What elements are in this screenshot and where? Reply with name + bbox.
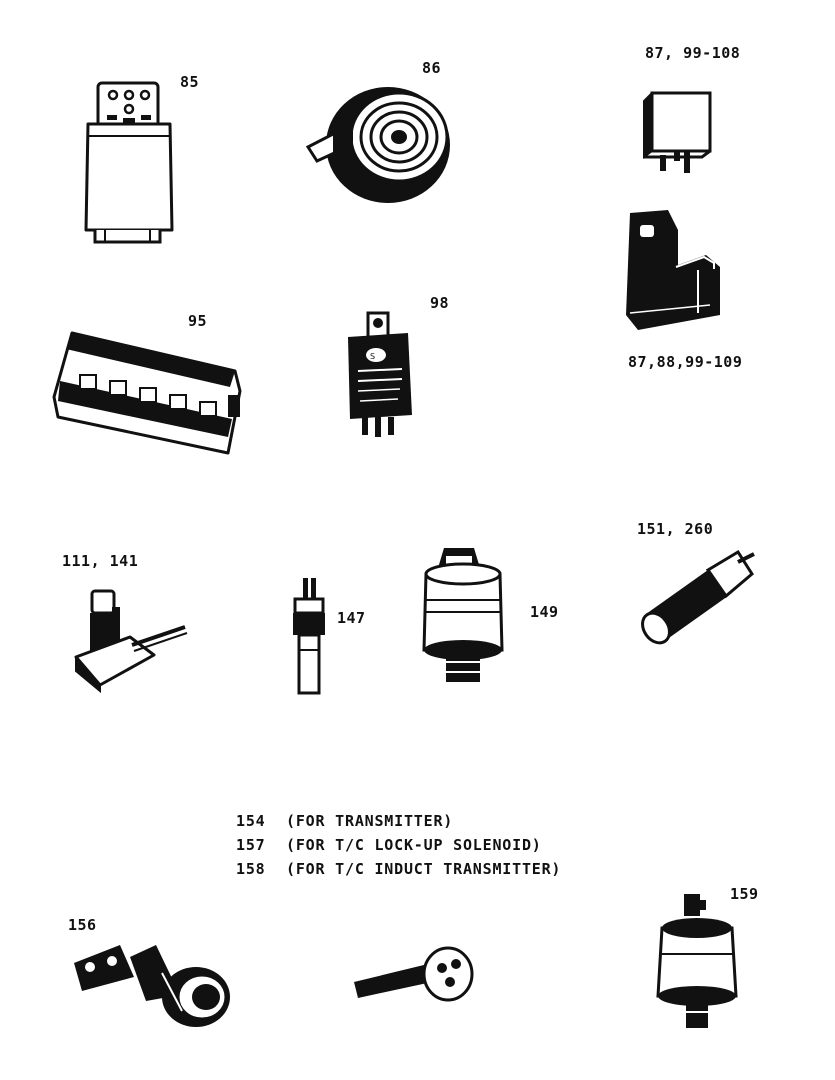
- sender-unit-159-illustration: [648, 890, 748, 1035]
- note-157-text: (FOR T/C LOCK-UP SOLENOID): [286, 836, 542, 854]
- label-87-99-108: 87, 99-108: [645, 44, 741, 62]
- label-156: 156: [68, 916, 97, 934]
- flasher-relay-98-illustration: S: [340, 305, 420, 445]
- label-98: 98: [430, 294, 450, 312]
- note-158: 158 (FOR T/C INDUCT TRANSMITTER): [236, 860, 561, 878]
- label-151-260: 151, 260: [637, 520, 714, 538]
- note-158-number: 158: [236, 860, 266, 878]
- svg-text:S: S: [370, 352, 375, 361]
- label-111-141: 111, 141: [62, 552, 139, 570]
- note-154-text: (FOR TRANSMITTER): [286, 812, 454, 830]
- label-86: 86: [422, 59, 442, 77]
- label-87-88-99-109: 87,88,99-109: [628, 353, 743, 371]
- horn-86-illustration: [303, 75, 458, 210]
- note-157-number: 157: [236, 836, 266, 854]
- relay-cube-87-illustration: [640, 85, 720, 180]
- relay-bracket-87-illustration: [618, 205, 728, 335]
- label-85: 85: [180, 73, 200, 91]
- pressure-sender-149-illustration: [410, 540, 515, 690]
- note-154: 154 (FOR TRANSMITTER): [236, 812, 453, 830]
- relay-box-85-illustration: [80, 80, 180, 250]
- fuse-block-95-illustration: [50, 325, 245, 455]
- proximity-sensor-151-illustration: [638, 549, 758, 647]
- lever-connector-154-illustration: [350, 942, 480, 1012]
- note-154-number: 154: [236, 812, 266, 830]
- label-95: 95: [188, 312, 208, 330]
- label-149: 149: [530, 603, 559, 621]
- sensor-cable-111-illustration: [70, 585, 190, 695]
- probe-switch-147-illustration: [285, 575, 335, 700]
- note-158-text: (FOR T/C INDUCT TRANSMITTER): [286, 860, 562, 878]
- angled-connector-156-illustration: [70, 935, 240, 1035]
- label-147: 147: [337, 609, 366, 627]
- label-159: 159: [730, 885, 759, 903]
- note-157: 157 (FOR T/C LOCK-UP SOLENOID): [236, 836, 542, 854]
